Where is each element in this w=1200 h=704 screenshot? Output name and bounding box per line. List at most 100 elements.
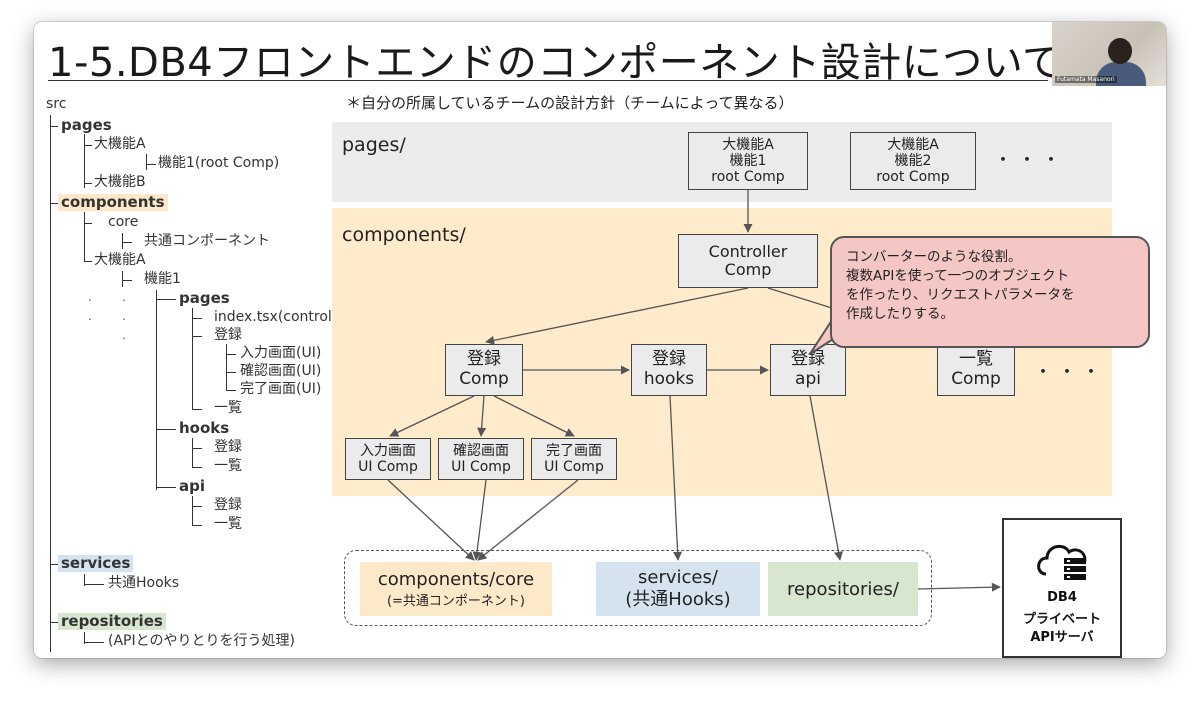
tree-line: [84, 632, 85, 644]
tree-branch: [192, 409, 202, 410]
tree-branch: [84, 145, 92, 146]
pages-ellipsis: ・・・: [994, 150, 1066, 171]
repositories-box-label: repositories/: [787, 578, 899, 600]
tree-branch: [84, 183, 92, 184]
tree-branch: [226, 390, 236, 391]
tree-components: components: [58, 194, 168, 211]
tree-complete-screen: 完了画面(UI): [240, 381, 322, 397]
root-comp-box-2: 大機能A 機能2 root Comp: [850, 132, 976, 190]
tree-line: [192, 308, 193, 410]
root-box2-line3: root Comp: [876, 169, 950, 186]
tree-comp-feature-a: 大機能A: [94, 252, 146, 268]
controller-line1: Controller: [708, 241, 788, 261]
pages-band-label: pages/: [342, 134, 406, 156]
title-underline: [48, 80, 1048, 81]
tree-branch: [192, 467, 202, 468]
ui-complete-line2: UI Comp: [544, 459, 604, 475]
tree-dot: .: [122, 309, 126, 323]
design-note: ＊自分の所属しているチームの設計方針（チームによって異なる）: [346, 94, 794, 112]
register-api-box: 登録 api: [770, 344, 846, 396]
tree-spine: [50, 115, 51, 652]
ui-input-box: 入力画面 UI Comp: [345, 438, 431, 480]
register-api-line1: 登録: [791, 349, 825, 370]
callout-line2: 複数APIを使って一つのオブジェクト: [846, 268, 1070, 284]
tree-src: src: [46, 96, 67, 112]
tree-branch: [50, 126, 58, 127]
arrow-register-to-input: [389, 395, 475, 437]
presenter-video[interactable]: Futamata Masanori: [1052, 22, 1166, 86]
ui-confirm-line1: 確認画面: [453, 442, 509, 459]
tree-branch: [50, 564, 58, 565]
list-comp-box: 一覧 Comp: [937, 344, 1015, 396]
tree-line: [122, 233, 123, 249]
tree-branch: [50, 622, 58, 623]
root-box2-line1: 大機能A: [887, 136, 939, 153]
tree-comp-feature1: 機能1: [144, 271, 181, 287]
root-box2-line2: 機能2: [894, 152, 932, 169]
tree-line: [156, 290, 157, 490]
root-box1-line2: 機能1: [729, 152, 767, 169]
list-comp-line2: Comp: [951, 369, 1001, 389]
server-line3: APIサーバ: [1030, 630, 1094, 645]
tree-line: [84, 134, 85, 188]
tree-branch: [122, 280, 132, 281]
tree-line: [122, 271, 123, 287]
tree-dot: .: [88, 309, 92, 323]
tree-core-common: 共通コンポーネント: [144, 233, 270, 249]
ui-complete-box: 完了画面 UI Comp: [531, 438, 617, 480]
tree-branch: [192, 336, 202, 337]
slide-window: 1-5.DB4フロントエンドのコンポーネント設計について Futamata Ma…: [34, 22, 1166, 658]
tree-line: [192, 496, 193, 526]
shared-layers-group: [344, 550, 932, 626]
components-band-label: components/: [342, 224, 466, 246]
tree-branch: [156, 429, 176, 430]
tree-branch: [122, 242, 132, 243]
core-box-line1: components/core: [377, 569, 535, 590]
tree-pages-feature-a: 大機能A: [94, 136, 146, 152]
tree-api-list: 一覧: [214, 516, 242, 532]
tree-branch: [146, 164, 156, 165]
controller-comp-box: Controller Comp: [678, 234, 818, 288]
ui-confirm-box: 確認画面 UI Comp: [438, 438, 524, 480]
register-api-line2: api: [795, 369, 821, 389]
presenter-name: Futamata Masanori: [1055, 76, 1117, 83]
tree-services: services: [58, 555, 134, 572]
root-box1-line1: 大機能A: [722, 136, 774, 153]
tree-services-common: 共通Hooks: [108, 575, 180, 591]
arrow-register-to-confirm: [477, 395, 487, 437]
tree-line: [84, 574, 85, 586]
tree-repositories: repositories: [58, 613, 166, 630]
tree-branch: [192, 506, 202, 507]
server-line2: プライベート: [1022, 612, 1101, 627]
folder-tree: src pages 大機能A 機能1(root Comp) 大機能B compo…: [34, 22, 401, 658]
core-box-line2: (=共通コンポーネント): [386, 594, 526, 609]
tree-branch: [156, 299, 176, 300]
tree-branch: [192, 448, 202, 449]
register-comp-line1: 登録: [467, 349, 501, 370]
tree-branch: [156, 487, 176, 488]
components-ellipsis: ・・・: [1034, 362, 1106, 383]
tree-branch: [84, 223, 92, 224]
tree-branch: [50, 203, 58, 204]
register-hooks-line2: hooks: [643, 369, 695, 389]
arrow-confirm-to-core: [472, 479, 487, 561]
tree-hooks-list: 一覧: [214, 458, 242, 474]
converter-callout: コンバーターのような役割。 複数APIを使って一つのオブジェクト を作ったり、リ…: [830, 236, 1150, 348]
arrow-register-to-complete: [493, 395, 575, 437]
register-comp-box: 登録 Comp: [445, 344, 523, 396]
api-server-box: DB4 プライベート APIサーバ: [1002, 518, 1122, 658]
tree-branch: [226, 354, 236, 355]
tree-branch: [192, 318, 202, 319]
ui-complete-line1: 完了画面: [546, 442, 602, 459]
arrow-complete-to-core: [477, 479, 579, 561]
tree-line: [192, 438, 193, 468]
tree-branch: [84, 584, 104, 585]
root-box1-line3: root Comp: [711, 169, 785, 186]
cloud-server-icon: [1037, 544, 1087, 580]
tree-branch: [84, 261, 92, 262]
tree-pages-feature-b: 大機能B: [94, 174, 146, 190]
services-box-line1: services/: [638, 567, 718, 588]
tree-pages: pages: [61, 116, 112, 134]
ui-confirm-line2: UI Comp: [451, 459, 511, 475]
callout-line1: コンバーターのような役割。: [846, 249, 1022, 265]
